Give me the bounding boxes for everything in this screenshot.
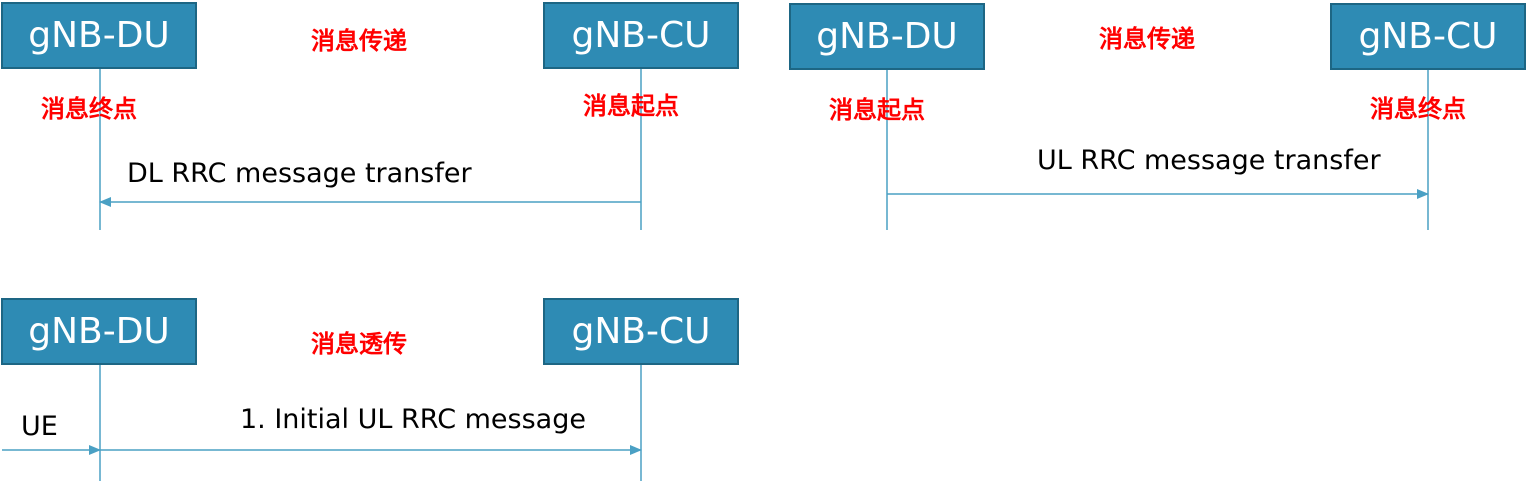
gnb-du-label-2: gNB-DU [816, 16, 958, 57]
gnb-du-node-1: gNB-DU [1, 2, 197, 69]
cu-role-label-1: 消息起点 [583, 92, 679, 120]
du-role-label-2: 消息起点 [829, 96, 925, 124]
gnb-du-node-2: gNB-DU [789, 3, 985, 70]
diagram-title-1: 消息传递 [311, 27, 407, 55]
gnb-cu-node-3: gNB-CU [543, 298, 739, 365]
cu-role-label-2: 消息终点 [1370, 95, 1466, 123]
gnb-cu-label-3: gNB-CU [571, 311, 711, 352]
gnb-cu-node-1: gNB-CU [543, 2, 739, 69]
dl-message-label: DL RRC message transfer [127, 158, 472, 189]
gnb-cu-label-1: gNB-CU [571, 15, 711, 56]
du-role-label-1: 消息终点 [41, 95, 137, 123]
gnb-cu-node-2: gNB-CU [1330, 3, 1526, 70]
initial-ul-message-label: 1. Initial UL RRC message [240, 404, 586, 435]
ue-label: UE [21, 411, 58, 442]
gnb-du-label-3: gNB-DU [28, 311, 170, 352]
diagram-title-3: 消息透传 [311, 330, 407, 358]
diagram-title-2: 消息传递 [1099, 25, 1195, 53]
gnb-du-label-1: gNB-DU [28, 15, 170, 56]
gnb-cu-label-2: gNB-CU [1358, 16, 1498, 57]
gnb-du-node-3: gNB-DU [1, 298, 197, 365]
ul-message-label: UL RRC message transfer [1037, 145, 1381, 176]
